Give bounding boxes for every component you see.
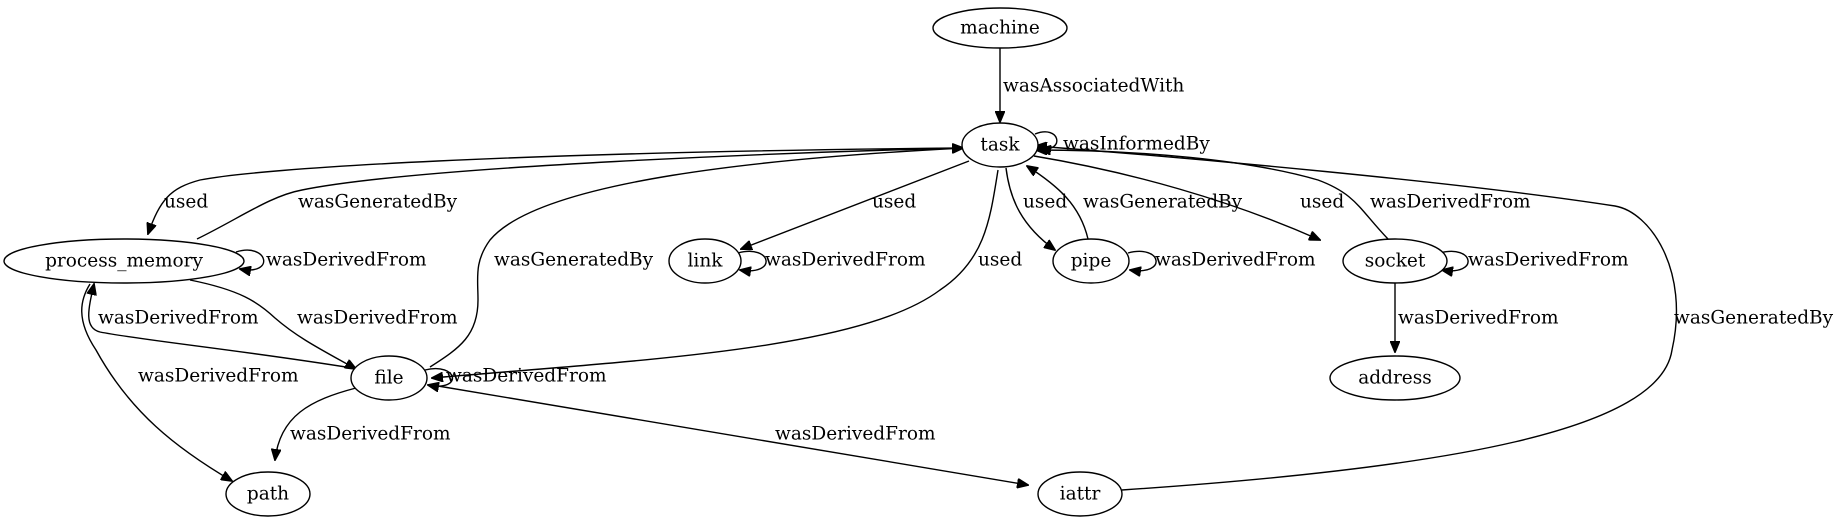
edge-label: wasDerivedFrom (1155, 250, 1316, 271)
edge-process-memory-to-file: wasDerivedFrom (189, 279, 458, 369)
edge-machine-to-task: wasAssociatedWith (1000, 48, 1184, 122)
edge-label: wasGeneratedBy (298, 192, 458, 213)
node-socket: socket (1342, 238, 1448, 284)
node-task: task (961, 122, 1039, 168)
edge-label: wasDerivedFrom (266, 250, 427, 271)
node-label: iattr (1060, 484, 1101, 505)
edge-label: wasDerivedFrom (765, 250, 926, 271)
edge-label: wasGeneratedBy (1083, 192, 1243, 213)
edge-file-to-process-memory: wasDerivedFrom (89, 284, 353, 369)
edge-label: used (1023, 192, 1067, 213)
node-link: link (668, 238, 742, 284)
edge-pipe-to-task: wasGeneratedBy (1027, 166, 1243, 240)
edge-iattr-to-task: wasGeneratedBy (1036, 146, 1834, 491)
edge-socket-to-address: wasDerivedFrom (1395, 282, 1559, 352)
edge-label: wasAssociatedWith (1003, 76, 1184, 97)
edge-label: wasGeneratedBy (1674, 308, 1834, 329)
node-process-memory: process_memory (3, 238, 245, 284)
edge-file-to-iattr: wasDerivedFrom (431, 384, 1028, 485)
node-label: file (374, 368, 403, 389)
node-label: machine (960, 18, 1040, 39)
edge-task-to-link: used (741, 160, 970, 249)
edge-label: wasDerivedFrom (446, 366, 607, 387)
edge-label: wasInformedBy (1063, 134, 1210, 155)
edge-label: used (1300, 192, 1344, 213)
edge-process-memory-to-path: wasDerivedFrom (81, 283, 299, 481)
node-label: task (980, 135, 1020, 156)
node-address: address (1329, 355, 1461, 401)
edge-file-self: wasDerivedFrom (424, 366, 607, 387)
edge-task-self-informed: wasInformedBy (1034, 131, 1210, 155)
edge-label: used (164, 192, 208, 213)
edge-label: used (872, 192, 916, 213)
edge-task-to-socket: used (1033, 155, 1344, 240)
node-machine: machine (932, 7, 1068, 49)
edge-file-to-path: wasDerivedFrom (275, 387, 451, 460)
edge-process-memory-to-task: wasGeneratedBy (196, 148, 963, 240)
node-label: pipe (1071, 251, 1112, 272)
edge-label: wasDerivedFrom (297, 308, 458, 329)
edge-label: wasGeneratedBy (494, 250, 654, 271)
node-label: process_memory (45, 251, 203, 272)
edge-pipe-self: wasDerivedFrom (1127, 250, 1316, 271)
edge-task-to-process-memory: used (148, 147, 964, 234)
node-path: path (225, 471, 311, 517)
edge-label: wasDerivedFrom (98, 308, 259, 329)
edge-label: wasDerivedFrom (138, 366, 299, 387)
edge-label: wasDerivedFrom (775, 424, 936, 445)
edge-socket-self: wasDerivedFrom (1439, 250, 1629, 271)
edge-task-to-pipe: used (1005, 167, 1067, 250)
edge-label: wasDerivedFrom (1468, 250, 1629, 271)
edge-task-to-file: used (432, 169, 1022, 378)
node-pipe: pipe (1052, 238, 1130, 284)
node-label: socket (1365, 251, 1426, 272)
node-label: link (688, 251, 724, 272)
edge-label: wasDerivedFrom (1370, 192, 1531, 213)
edge-process-memory-self: wasDerivedFrom (235, 250, 427, 271)
node-label: address (1358, 368, 1432, 389)
node-iattr: iattr (1037, 471, 1123, 517)
edge-link-self: wasDerivedFrom (737, 250, 926, 271)
node-file: file (350, 355, 428, 401)
node-label: path (247, 484, 289, 505)
edge-label: wasDerivedFrom (1398, 308, 1559, 329)
edge-file-to-task: wasGeneratedBy (429, 148, 963, 368)
edge-label: used (978, 250, 1022, 271)
edge-label: wasDerivedFrom (290, 424, 451, 445)
